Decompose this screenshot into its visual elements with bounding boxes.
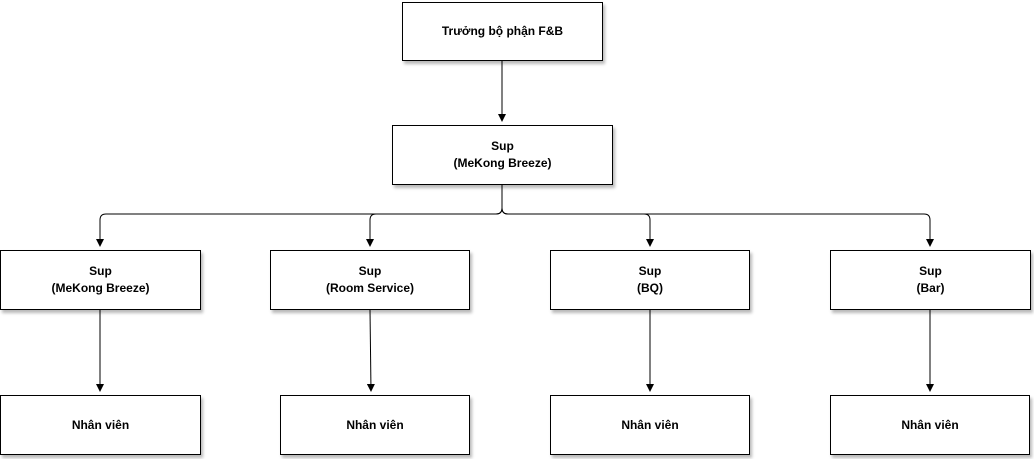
node-department-head[interactable]: Trưởng bộ phận F&B bbox=[402, 2, 603, 61]
edge-manager-to-sup-3 bbox=[501, 185, 654, 247]
node-label-line1: Sup bbox=[491, 139, 514, 153]
edge-manager-to-sup-4 bbox=[501, 185, 934, 247]
edge-manager-to-sup-1 bbox=[96, 185, 503, 247]
node-label: Nhân viên bbox=[346, 417, 404, 432]
node-label-line1: Sup bbox=[919, 264, 942, 278]
node-sup-bq[interactable]: Sup (BQ) bbox=[550, 250, 750, 310]
node-staff-3[interactable]: Nhân viên bbox=[550, 395, 750, 455]
node-label-line1: Sup bbox=[89, 264, 112, 278]
edge-sup-2-to-staff bbox=[366, 309, 375, 392]
node-label-line2: (MeKong Breeze) bbox=[453, 156, 552, 170]
node-manager-sup[interactable]: Sup (MeKong Breeze) bbox=[392, 125, 613, 185]
node-label: Nhân viên bbox=[71, 417, 130, 432]
node-label-line2: (BQ) bbox=[637, 281, 663, 295]
edge-manager-to-sup-2 bbox=[366, 185, 503, 247]
node-sup-room-service[interactable]: Sup (Room Service) bbox=[270, 250, 470, 310]
node-label-line2: (Bar) bbox=[916, 281, 945, 295]
node-staff-4[interactable]: Nhân viên bbox=[830, 395, 1030, 455]
node-label-line2: (Room Service) bbox=[325, 281, 415, 295]
node-label-line1: Sup bbox=[358, 264, 382, 278]
node-label-line2: (MeKong Breeze) bbox=[51, 281, 150, 295]
node-label: Trưởng bộ phận F&B bbox=[441, 24, 564, 38]
node-label: Nhân viên bbox=[901, 417, 959, 432]
node-label-line1: Sup bbox=[638, 264, 662, 278]
node-staff-1[interactable]: Nhân viên bbox=[0, 395, 201, 455]
node-label: Nhân viên bbox=[621, 417, 679, 432]
node-staff-2[interactable]: Nhân viên bbox=[280, 395, 470, 455]
node-sup-mekong-breeze[interactable]: Sup (MeKong Breeze) bbox=[0, 250, 201, 310]
node-sup-bar[interactable]: Sup (Bar) bbox=[830, 250, 1031, 310]
